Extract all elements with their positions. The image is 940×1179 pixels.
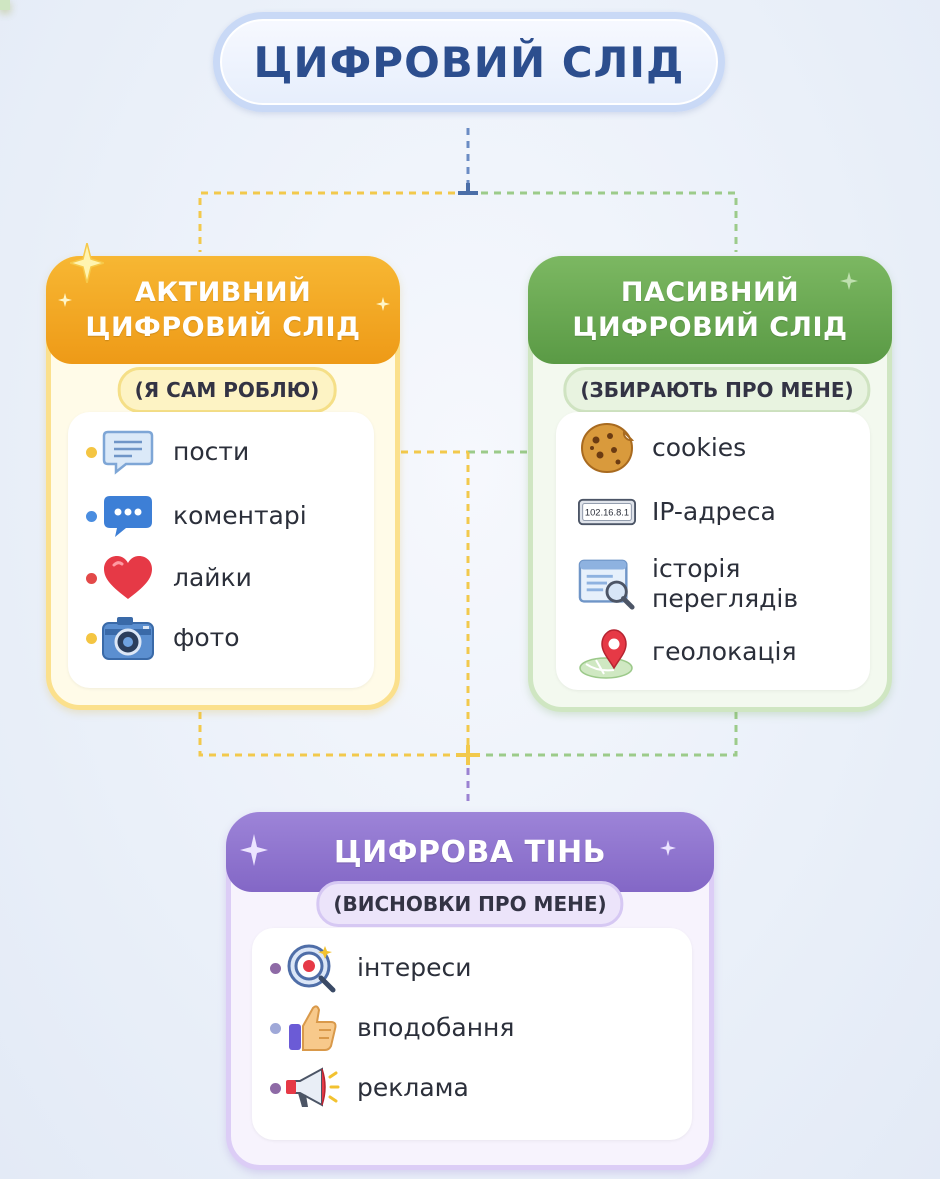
item-label: інтереси	[357, 953, 472, 982]
sparkle-icon	[67, 242, 107, 287]
chat-dots-icon	[99, 488, 157, 544]
item-label: пости	[173, 437, 250, 466]
active-subtitle: (Я САМ РОБЛЮ)	[117, 367, 337, 413]
shadow-card-header: ЦИФРОВА ТІНЬ	[226, 812, 714, 892]
sparkle-icon	[376, 296, 390, 315]
list-item: 102.16.8.1 IP-адреса	[556, 484, 870, 540]
ip-address-icon-text: 102.16.8.1	[585, 508, 629, 518]
item-label-line1: історія	[652, 554, 741, 583]
list-item: історія переглядів	[556, 552, 870, 616]
active-card-header: АКТИВНИЙ ЦИФРОВИЙ СЛІД	[46, 256, 400, 364]
shadow-items-list: інтереси вподобання реклама	[252, 928, 692, 1140]
passive-subtitle-layer: (ЗБИРАЮТЬ ПРО МЕНЕ)	[0, 0, 871, 413]
active-items-list: пости коментарі лайки	[68, 412, 374, 688]
list-item: геолокація	[556, 622, 870, 682]
list-item: коментарі	[68, 488, 374, 544]
item-label: геолокація	[652, 637, 797, 666]
item-label: коментарі	[173, 501, 307, 530]
megaphone-icon	[283, 1060, 341, 1116]
cookie-icon	[578, 420, 636, 476]
passive-card-header: ПАСИВНИЙ ЦИФРОВИЙ СЛІД	[528, 256, 892, 364]
passive-subtitle: (ЗБИРАЮТЬ ПРО МЕНЕ)	[563, 367, 871, 413]
item-label: вподобання	[357, 1013, 515, 1042]
item-label: реклама	[357, 1073, 469, 1102]
thumbs-up-icon	[283, 1000, 341, 1056]
camera-icon	[99, 610, 157, 666]
item-label: cookies	[652, 433, 747, 462]
active-header-line1: АКТИВНИЙ	[134, 277, 312, 308]
list-item: cookies	[556, 420, 870, 476]
chat-lines-icon	[99, 424, 157, 480]
browser-history-icon	[578, 556, 636, 612]
list-item: реклама	[252, 1060, 692, 1116]
list-bullet	[270, 1022, 281, 1034]
list-bullet	[86, 632, 97, 644]
target-magnifier-icon	[283, 940, 341, 996]
item-label: фото	[173, 623, 240, 652]
ip-address-icon: 102.16.8.1	[578, 484, 636, 540]
heart-icon	[99, 550, 157, 606]
list-bullet	[270, 962, 281, 974]
list-item: лайки	[68, 550, 374, 606]
title-banner: ЦИФРОВИЙ СЛІД	[213, 12, 725, 112]
sparkle-icon	[660, 840, 676, 860]
shadow-subtitle: (ВИСНОВКИ ПРО МЕНЕ)	[316, 881, 624, 927]
map-pin-icon	[578, 624, 636, 680]
sparkle-icon	[840, 272, 858, 294]
list-bullet	[86, 510, 97, 522]
list-item: фото	[68, 610, 374, 666]
item-label: IP-адреса	[652, 497, 776, 526]
sparkle-icon	[240, 834, 268, 870]
main-title: ЦИФРОВИЙ СЛІД	[253, 37, 685, 87]
list-bullet	[86, 446, 97, 458]
active-header-line2: ЦИФРОВИЙ СЛІД	[85, 312, 361, 343]
passive-header-line2: ЦИФРОВИЙ СЛІД	[572, 312, 848, 343]
list-item: інтереси	[252, 940, 692, 996]
item-label-line2: переглядів	[652, 584, 799, 613]
sparkle-icon	[58, 292, 72, 311]
passive-header-line1: ПАСИВНИЙ	[620, 277, 800, 308]
list-bullet	[270, 1082, 281, 1094]
list-item: пости	[68, 424, 374, 480]
passive-items-list: cookies 102.16.8.1 IP-адреса історія пер…	[556, 412, 870, 690]
shadow-header: ЦИФРОВА ТІНЬ	[333, 834, 607, 870]
list-item: вподобання	[252, 1000, 692, 1056]
item-label: лайки	[173, 563, 252, 592]
list-bullet	[86, 572, 97, 584]
item-label: історія переглядів	[652, 554, 798, 614]
active-subtitle-layer: (Я САМ РОБЛЮ)	[0, 0, 337, 413]
